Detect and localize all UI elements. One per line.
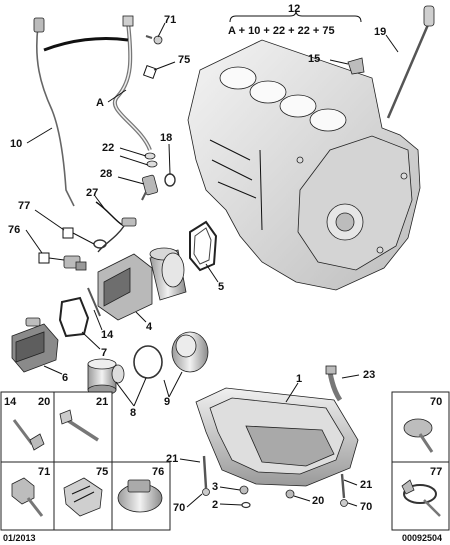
inset-label-21: 21 — [96, 396, 108, 408]
bolt-part-14-mid — [87, 287, 101, 317]
drain-plug-part-3 — [239, 485, 249, 495]
callout-5: 5 — [218, 281, 224, 293]
callout-22: 22 — [102, 142, 114, 154]
callout-4: 4 — [146, 321, 153, 333]
sensor-part-10 — [33, 17, 75, 207]
o-ring-part-18 — [164, 173, 176, 187]
callout-28: 28 — [100, 168, 112, 180]
wire-harness — [43, 37, 129, 52]
inset-box-75: 75 — [53, 461, 113, 531]
callout-14-mid: 14 — [101, 329, 114, 341]
inset-box-71: 71 — [0, 461, 55, 531]
callout-9: 9 — [164, 396, 170, 408]
assembly-formula-brace — [229, 10, 362, 23]
heat-exchanger-part-6 — [11, 317, 59, 373]
inset-box-21: 21 — [53, 391, 113, 463]
label-marker-77-left — [62, 227, 74, 239]
callout-75-top: 75 — [178, 54, 190, 66]
washers-part-22 — [144, 152, 158, 168]
callout-6: 6 — [62, 372, 68, 384]
assembly-formula: A + 10 + 22 + 22 + 75 — [228, 25, 335, 37]
inset-label-14: 14 — [4, 396, 17, 408]
callout-2: 2 — [212, 499, 218, 511]
callout-7: 7 — [101, 347, 107, 359]
callout-a: A — [96, 97, 104, 109]
engine-block — [187, 39, 421, 291]
callout-71-top: 71 — [164, 14, 176, 26]
leader-lines — [25, 22, 399, 508]
footer-code: 00092504 — [402, 533, 442, 543]
callout-10: 10 — [10, 138, 22, 150]
inset-box-70: 70 — [391, 391, 450, 463]
bolt-part-71-top — [145, 35, 163, 45]
callout-19: 19 — [374, 26, 386, 38]
sensor-part-28 — [141, 174, 159, 201]
inset-label-76: 76 — [152, 466, 164, 478]
inset-box-76: 76 — [111, 461, 171, 531]
stud-part-21-right — [340, 473, 348, 507]
stud-part-21-left — [202, 455, 210, 496]
bolt-part-20-bottom — [285, 489, 295, 499]
gasket-part-7 — [58, 296, 90, 338]
sensor-part-27 — [95, 201, 137, 253]
oil-pan-part-1 — [195, 387, 359, 487]
callout-70-right: 70 — [360, 501, 372, 513]
inset-label-20: 20 — [38, 396, 50, 408]
callout-1: 1 — [296, 373, 302, 385]
callout-15: 15 — [308, 53, 320, 65]
inset-box-77: 77 — [391, 461, 450, 531]
oil-pickup-part-23 — [325, 365, 343, 402]
oil-filter-part-8 — [87, 358, 125, 396]
clip-part-15 — [347, 57, 365, 75]
gasket-part-5 — [189, 220, 218, 272]
callout-76-left: 76 — [8, 224, 20, 236]
callout-20-bottom: 20 — [312, 495, 324, 507]
callout-77-left: 77 — [18, 200, 30, 212]
oil-filter-housing-part-4 — [97, 247, 187, 321]
callout-23: 23 — [363, 369, 375, 381]
inset-label-70: 70 — [430, 396, 442, 408]
callout-3: 3 — [212, 481, 218, 493]
o-ring-part-9 — [133, 345, 163, 379]
callout-8: 8 — [130, 407, 136, 419]
inset-box-14-20: 14 20 — [0, 391, 55, 463]
callout-12: 12 — [288, 3, 300, 15]
guide-tube-part-a — [112, 15, 152, 151]
label-marker-76-left — [38, 252, 50, 264]
callout-27: 27 — [86, 187, 98, 199]
footer-date: 01/2013 — [3, 533, 36, 543]
label-marker-75-top — [142, 64, 158, 80]
filter-cap-part-9 — [171, 331, 209, 373]
callout-21-right: 21 — [360, 479, 372, 491]
connector-part-76 — [63, 255, 87, 271]
inset-label-75: 75 — [96, 466, 108, 478]
dipstick-part-19 — [386, 5, 435, 119]
clamp-part-77 — [93, 239, 107, 249]
inset-label-77: 77 — [430, 466, 442, 478]
inset-label-71: 71 — [38, 466, 50, 478]
callout-70-left: 70 — [173, 502, 185, 514]
callout-18: 18 — [160, 132, 172, 144]
washer-part-2 — [241, 501, 251, 509]
